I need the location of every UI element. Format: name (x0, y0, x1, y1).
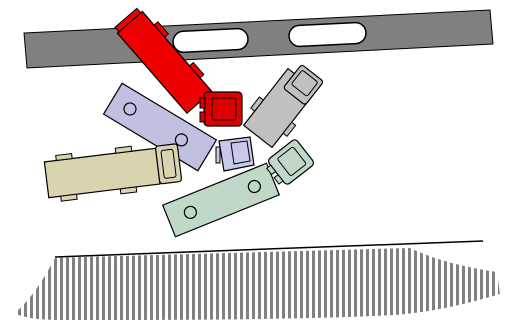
gray-truck[interactable] (240, 64, 324, 150)
ground (16, 241, 500, 320)
beam-bar (24, 10, 493, 68)
striped-mound (16, 248, 500, 320)
beige-truck[interactable] (44, 141, 183, 203)
lavender-cab[interactable] (216, 137, 254, 171)
top-beam (24, 10, 493, 68)
red-cab[interactable] (200, 92, 242, 126)
beam-slot-1 (173, 28, 249, 53)
beam-slot-2 (289, 22, 367, 47)
